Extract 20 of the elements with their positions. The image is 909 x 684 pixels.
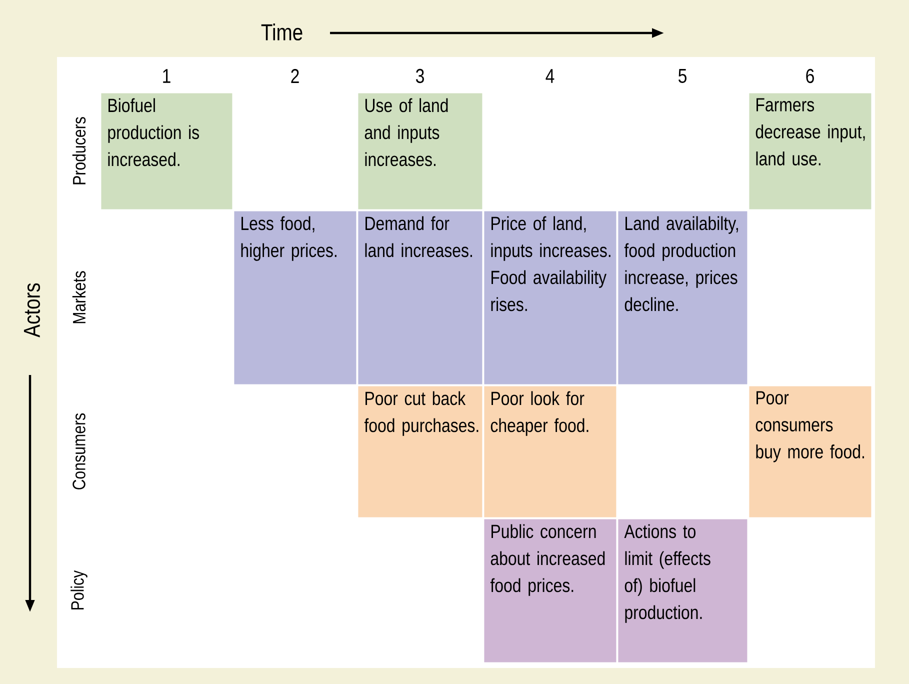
axis-label: Time	[261, 24, 302, 40]
column-number: 4	[546, 69, 554, 83]
row-label: Markets	[72, 271, 86, 324]
timeline-cell: Biofuel production is increased.	[101, 93, 232, 210]
timeline-cell: Poor cut back food purchases.	[358, 386, 482, 518]
timeline-cell: Farmers decrease input, land use.	[749, 93, 872, 210]
row-label: Policy	[70, 570, 88, 610]
timeline-cell: Poor consumers buy more food.	[749, 386, 872, 518]
timeline-cell: Demand for land increases.	[358, 211, 482, 384]
timeline-cell: Use of land and inputs increases.	[358, 93, 482, 210]
row-label: Consumers	[72, 413, 86, 490]
timeline-cell: Less food, higher prices.	[234, 211, 356, 384]
timeline-cell: Poor look for cheaper food.	[484, 386, 616, 518]
column-number: 2	[291, 69, 299, 83]
timeline-cell: Public concern about increased food prices.	[484, 519, 616, 662]
column-number: 5	[678, 69, 686, 83]
axis-label: Actors	[24, 283, 40, 338]
timeline-cell: Price of land, inputs increases. Food availability rises.	[484, 211, 616, 384]
timeline-cell: Land availabilty, food production increase, prices decline.	[618, 211, 748, 384]
timeline-cell: Actions to limit (effects of) biofuel production.	[618, 519, 748, 662]
